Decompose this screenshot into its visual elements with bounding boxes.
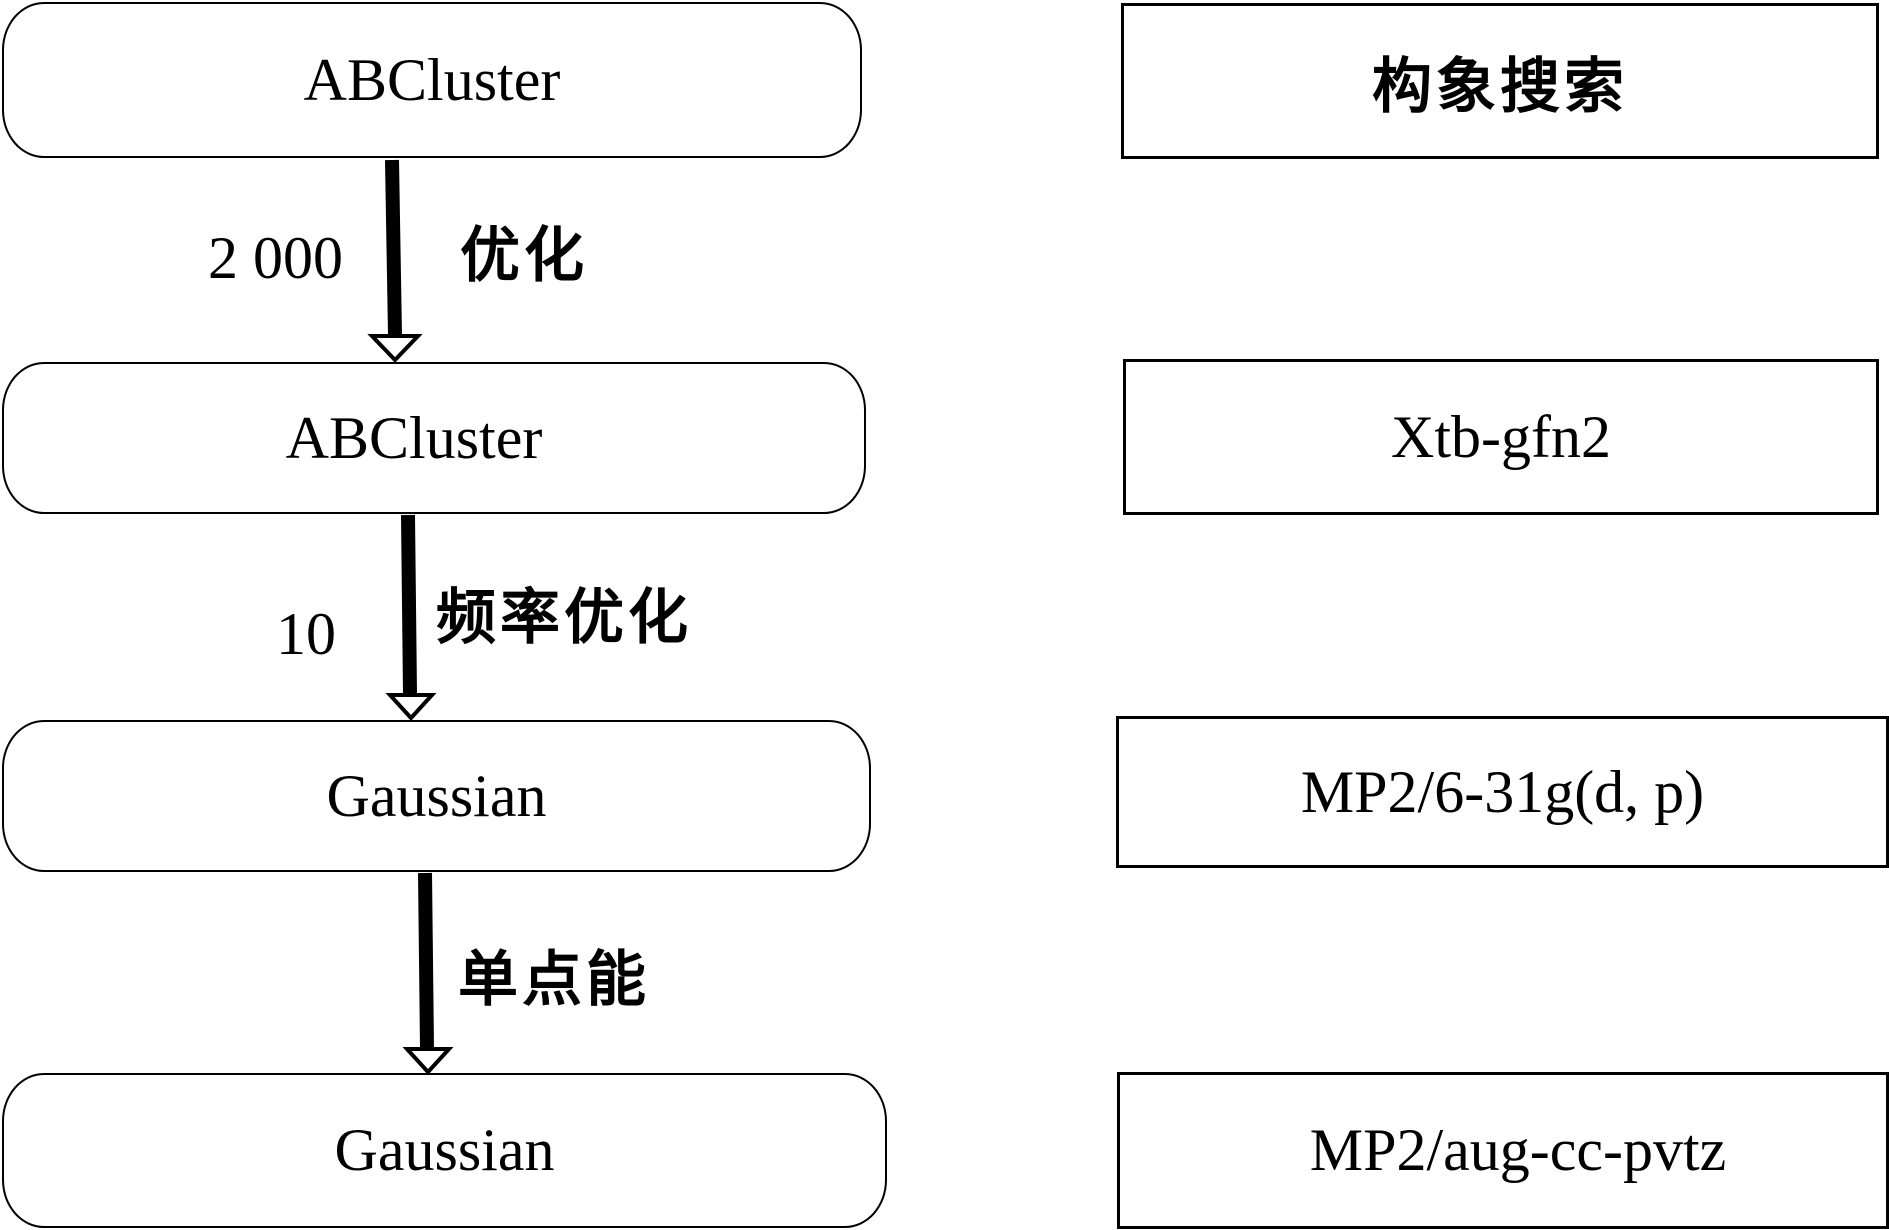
transition-2-action: 频率优化 (436, 583, 692, 653)
transition-1-count: 2 000 (208, 225, 343, 291)
arrow-1 (367, 159, 423, 363)
arrow-2 (385, 514, 437, 721)
step-4-software-label: Gaussian (334, 1117, 555, 1183)
step-3-software-box: Gaussian (2, 720, 871, 872)
step-3-method-box: MP2/6-31g(d, p) (1116, 716, 1889, 868)
step-1-method-box: 构象搜索 (1121, 3, 1879, 159)
transition-1-action: 优化 (460, 221, 588, 291)
step-1-method-label: 构象搜索 (1372, 51, 1628, 122)
step-1-software-box: ABCluster (2, 2, 862, 158)
step-3-method-label: MP2/6-31g(d, p) (1300, 758, 1705, 825)
step-4-method-label: MP2/aug-cc-pvtz (1309, 1117, 1727, 1183)
step-4-software-box: Gaussian (2, 1073, 887, 1228)
step-4-method-box: MP2/aug-cc-pvtz (1117, 1072, 1889, 1229)
step-2-software-box: ABCluster (2, 362, 866, 514)
step-3-software-label: Gaussian (326, 762, 547, 829)
arrow-3 (402, 872, 454, 1075)
step-2-software-label: ABCluster (285, 404, 543, 471)
step-2-method-label: Xtb-gfn2 (1391, 403, 1611, 470)
step-2-method-box: Xtb-gfn2 (1123, 359, 1879, 515)
transition-2-count: 10 (276, 601, 336, 667)
transition-3-action: 单点能 (458, 945, 650, 1015)
step-1-software-label: ABCluster (303, 46, 561, 113)
